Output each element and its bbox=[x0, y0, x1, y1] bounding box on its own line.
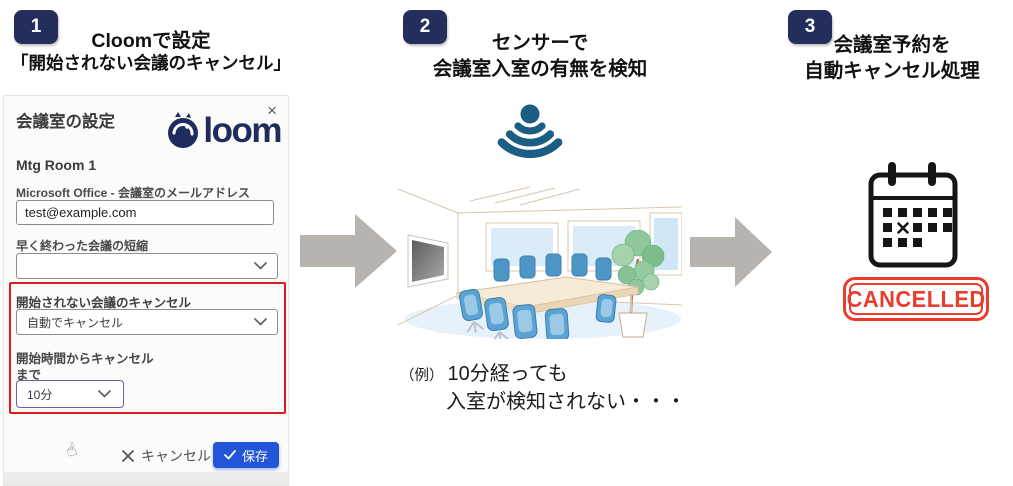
cloom-logo-word: loom bbox=[203, 111, 282, 150]
shorten-select[interactable] bbox=[16, 253, 278, 279]
example-prefix: （例） bbox=[400, 368, 444, 384]
cancelled-stamp-inner: CANCELLED bbox=[846, 283, 986, 315]
step2-caption: （例）10分経っても bbox=[400, 357, 568, 386]
chevron-down-icon bbox=[254, 262, 267, 270]
email-label: Microsoft Office - 会議室のメールアドレス bbox=[16, 186, 251, 200]
email-field[interactable] bbox=[16, 200, 274, 225]
chevron-down-icon bbox=[98, 390, 111, 398]
room-name: Mtg Room 1 bbox=[16, 157, 97, 173]
step3-header: 3 会議室予約を 自動キャンセル処理 bbox=[772, 0, 1012, 84]
step2-title-line1: センサーで bbox=[491, 32, 589, 54]
step2-title-line2: 会議室入室の有無を検知 bbox=[432, 58, 648, 80]
step3-number-badge: 3 bbox=[788, 10, 832, 44]
close-icon[interactable]: × bbox=[267, 101, 277, 120]
x-icon bbox=[122, 450, 134, 462]
not-started-select[interactable]: 自動でキャンセル bbox=[16, 309, 278, 335]
step3-title-line2: 自動キャンセル処理 bbox=[804, 60, 980, 82]
cancel-minutes-select[interactable]: 10分 bbox=[16, 380, 124, 408]
cursor-hand-icon: ☝ bbox=[63, 438, 80, 462]
cancel-from-label: 開始時間からキャンセル bbox=[16, 352, 154, 366]
dialog-title: 会議室の設定 bbox=[16, 113, 115, 131]
arrow-right-icon bbox=[300, 214, 397, 288]
wifi-sensor-icon bbox=[497, 104, 563, 159]
cancel-button[interactable]: キャンセル bbox=[122, 446, 211, 466]
not-started-select-value: 自動でキャンセル bbox=[27, 315, 124, 330]
arrow-right-icon bbox=[690, 217, 772, 287]
cloom-logo: loom bbox=[164, 111, 282, 151]
step1-title-line2: 「開始されない会議のキャンセル」 bbox=[11, 53, 291, 73]
dialog-footer-bar bbox=[4, 472, 288, 485]
calendar-cancelled-icon bbox=[868, 162, 958, 268]
meeting-room-illustration bbox=[398, 186, 682, 339]
cancelled-stamp: CANCELLED bbox=[843, 277, 989, 321]
step1-title-line1: Cloomで設定 bbox=[91, 30, 211, 52]
highlight-red-box bbox=[9, 282, 286, 414]
room-settings-dialog: 会議室の設定 × loom Mtg Room 1 Microsoft Offic… bbox=[3, 95, 289, 486]
caption-line1: 10分経っても bbox=[447, 363, 568, 385]
check-icon bbox=[224, 450, 236, 460]
cancelled-stamp-text: CANCELLED bbox=[846, 285, 986, 312]
step-number: 3 bbox=[804, 16, 816, 37]
step1-number-badge: 1 bbox=[14, 10, 58, 44]
caption-line2: 入室が検知されない・・・ bbox=[446, 391, 686, 413]
step1-header: 1 Cloomで設定 「開始されない会議のキャンセル」 bbox=[2, 0, 300, 84]
cloom-logo-glyph bbox=[168, 112, 199, 148]
step2-header: 2 センサーで 会議室入室の有無を検知 bbox=[390, 0, 690, 84]
not-started-label: 開始されない会議のキャンセル bbox=[16, 296, 192, 310]
save-button-label: 保存 bbox=[241, 448, 268, 464]
cancel-minutes-value: 10分 bbox=[27, 387, 53, 402]
chevron-down-icon bbox=[254, 318, 267, 326]
cancel-button-label: キャンセル bbox=[141, 448, 211, 464]
step2-number-badge: 2 bbox=[403, 10, 447, 44]
step-number: 1 bbox=[30, 16, 42, 37]
shorten-label: 早く終わった会議の短縮 bbox=[16, 239, 149, 253]
save-button[interactable]: 保存 bbox=[213, 442, 279, 468]
step-number: 2 bbox=[419, 16, 431, 37]
step3-title-line1: 会議室予約を bbox=[833, 34, 951, 56]
cancel-from-label2: まで bbox=[16, 368, 42, 382]
